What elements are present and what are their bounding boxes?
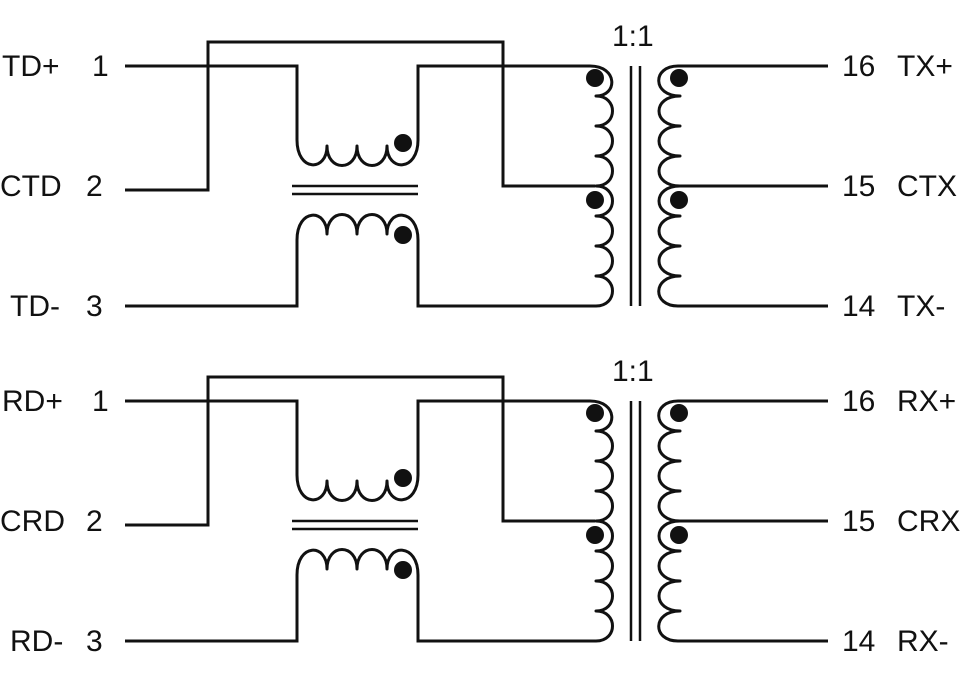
pin-number-1: 1	[92, 50, 109, 83]
pin-label-td-minus: TD-	[10, 290, 60, 323]
choke-lower-winding	[295, 213, 420, 242]
polarity-dot	[394, 469, 412, 487]
wire-pin3-to-choke	[125, 240, 299, 308]
wire-pin2-center-loop	[125, 375, 595, 527]
choke-upper-winding	[295, 473, 420, 502]
polarity-dot	[670, 69, 688, 87]
primary-winding	[588, 399, 614, 643]
pin-label-td-plus: TD+	[2, 50, 60, 83]
pin-label-ctx: CTX	[897, 170, 957, 203]
wire-pin3-to-choke	[125, 575, 299, 643]
wire-choke-to-primary-top	[416, 399, 590, 475]
pin-number-3: 3	[86, 625, 103, 658]
turns-ratio-label: 1:1	[612, 20, 654, 53]
wire-pin1-to-choke	[125, 64, 299, 140]
polarity-dot	[670, 191, 688, 209]
wire-choke-to-primary-bottom	[416, 575, 596, 643]
pin-label-crd: CRD	[0, 505, 65, 538]
primary-winding	[588, 64, 614, 308]
polarity-dot	[394, 561, 412, 579]
wire-pin2-center-loop	[125, 40, 595, 192]
receive-channel: RD+ 1 CRD 2 RD- 3 16 RX+ 15 CRX 14 RX- 1…	[0, 355, 960, 658]
polarity-dot	[394, 226, 412, 244]
pin-number-2: 2	[86, 170, 103, 203]
polarity-dot	[586, 526, 604, 544]
wire-choke-to-primary-bottom	[416, 240, 596, 308]
pin-label-rd-plus: RD+	[2, 385, 63, 418]
pin-label-ctd: CTD	[0, 170, 62, 203]
pin-number-3: 3	[86, 290, 103, 323]
pin-number-16: 16	[842, 385, 875, 418]
choke-upper-winding	[295, 138, 420, 167]
pin-label-crx: CRX	[897, 505, 960, 538]
pin-label-rx-minus: RX-	[897, 625, 949, 658]
pin-label-tx-minus: TX-	[897, 290, 945, 323]
pin-label-rd-minus: RD-	[10, 625, 63, 658]
pin-label-rx-plus: RX+	[897, 385, 956, 418]
pin-number-15: 15	[842, 170, 875, 203]
turns-ratio-label: 1:1	[612, 355, 654, 388]
secondary-winding	[657, 399, 682, 643]
wire-pin1-to-choke	[125, 399, 299, 475]
pin-label-tx-plus: TX+	[897, 50, 953, 83]
pin-number-14: 14	[842, 290, 875, 323]
pin-number-2: 2	[86, 505, 103, 538]
pin-number-15: 15	[842, 505, 875, 538]
polarity-dot	[586, 404, 604, 422]
transmit-channel: TD+ 1 CTD 2 TD- 3 16 TX+ 15 CTX 14 TX- 1…	[0, 20, 957, 323]
pin-number-1: 1	[92, 385, 109, 418]
choke-lower-winding	[295, 548, 420, 577]
wire-choke-to-primary-top	[416, 64, 590, 140]
polarity-dot	[586, 69, 604, 87]
pin-number-14: 14	[842, 625, 875, 658]
secondary-winding	[657, 64, 682, 308]
polarity-dot	[586, 191, 604, 209]
polarity-dot	[670, 526, 688, 544]
pin-number-16: 16	[842, 50, 875, 83]
polarity-dot	[394, 134, 412, 152]
polarity-dot	[670, 404, 688, 422]
